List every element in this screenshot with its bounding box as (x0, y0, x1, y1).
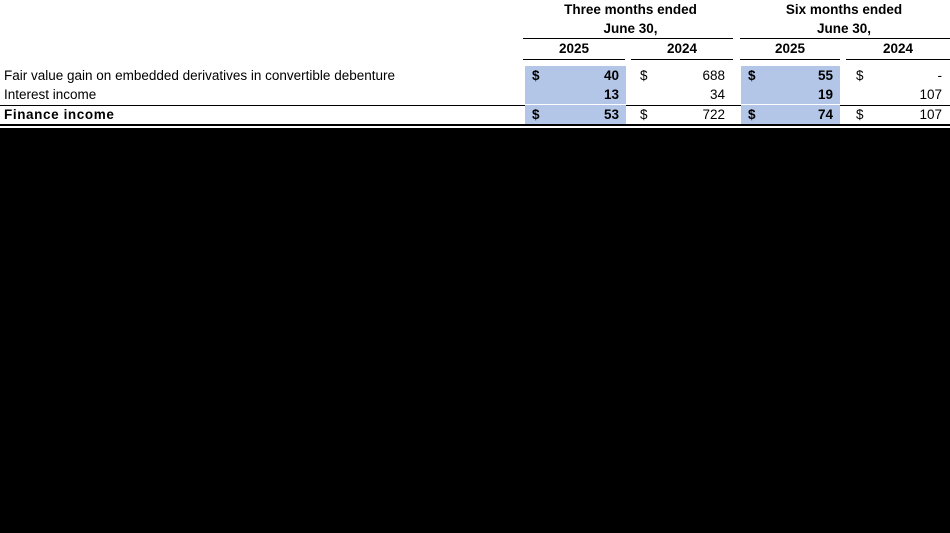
currency-symbol: $ (748, 68, 756, 83)
group-header-six-months-line1: Six months ended (785, 2, 903, 17)
table-row-total: Finance income $ 53 $ 722 $ 74 $ 107 (0, 105, 950, 124)
cell-value: 722 (702, 107, 725, 122)
row-label: Interest income (4, 87, 97, 102)
cell-value: 74 (817, 107, 833, 122)
cell-value: 13 (603, 87, 619, 102)
cell-value: - (937, 68, 943, 83)
total-top-border (0, 105, 950, 106)
currency-symbol: $ (748, 107, 756, 122)
group-underline-three-months (523, 38, 733, 39)
finance-income-table: Three months ended June 30, Six months e… (0, 0, 950, 128)
year-header-1: 2025 (558, 41, 590, 56)
group-underline-six-months (740, 38, 950, 39)
cell-value: 53 (603, 107, 619, 122)
year-underline-3 (740, 59, 840, 60)
currency-symbol: $ (640, 68, 648, 83)
group-header-three-months-line1: Three months ended (564, 2, 697, 17)
year-header-2: 2024 (666, 41, 698, 56)
currency-symbol: $ (640, 107, 648, 122)
currency-symbol: $ (856, 68, 864, 83)
table-row: Interest income 13 34 19 107 (0, 85, 950, 104)
cell-value: 55 (817, 68, 833, 83)
year-underline-1 (523, 59, 625, 60)
cell-value: 19 (817, 87, 833, 102)
year-underline-2 (631, 59, 733, 60)
year-header-3: 2025 (774, 41, 806, 56)
table-row: Fair value gain on embedded derivatives … (0, 66, 950, 85)
currency-symbol: $ (856, 107, 864, 122)
year-header-4: 2024 (882, 41, 914, 56)
cell-value: 107 (919, 87, 942, 102)
row-label: Fair value gain on embedded derivatives … (4, 68, 395, 83)
cell-value: 688 (702, 68, 725, 83)
group-header-six-months-line2: June 30, (816, 21, 872, 36)
total-bottom-border (0, 124, 950, 126)
currency-symbol: $ (532, 68, 540, 83)
cell-value: 40 (603, 68, 619, 83)
cell-value: 34 (709, 87, 725, 102)
currency-symbol: $ (532, 107, 540, 122)
row-label: Finance income (4, 107, 115, 122)
group-header-three-months-line2: June 30, (603, 21, 658, 36)
cell-value: 107 (919, 107, 942, 122)
year-underline-4 (846, 59, 950, 60)
